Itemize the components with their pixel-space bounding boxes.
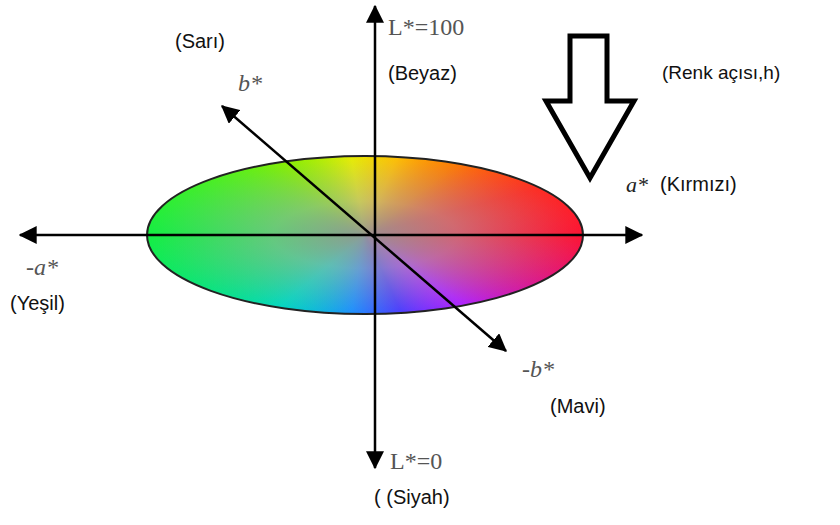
hue-arrow <box>546 36 634 178</box>
b-axis <box>222 106 506 351</box>
axis-label: (Sarı) <box>175 30 225 53</box>
axis-label: L*=0 <box>390 448 442 476</box>
axis-label: -a* <box>26 254 58 282</box>
axis-label: (Beyaz) <box>388 62 457 85</box>
axis-label: (Renk açısı,h) <box>662 62 780 84</box>
axis-label: b* <box>238 70 262 98</box>
axis-label: L*=100 <box>388 14 464 42</box>
a-axis <box>20 234 642 237</box>
axis-label: (Yeşil) <box>10 292 65 315</box>
axis-label: a* <box>626 172 648 197</box>
axis-label: -b* <box>522 356 554 384</box>
axis-label: (Mavi) <box>550 395 606 418</box>
axis-label: ( (Siyah) <box>374 486 450 509</box>
axis-label: (Kırmızı) <box>660 173 737 196</box>
